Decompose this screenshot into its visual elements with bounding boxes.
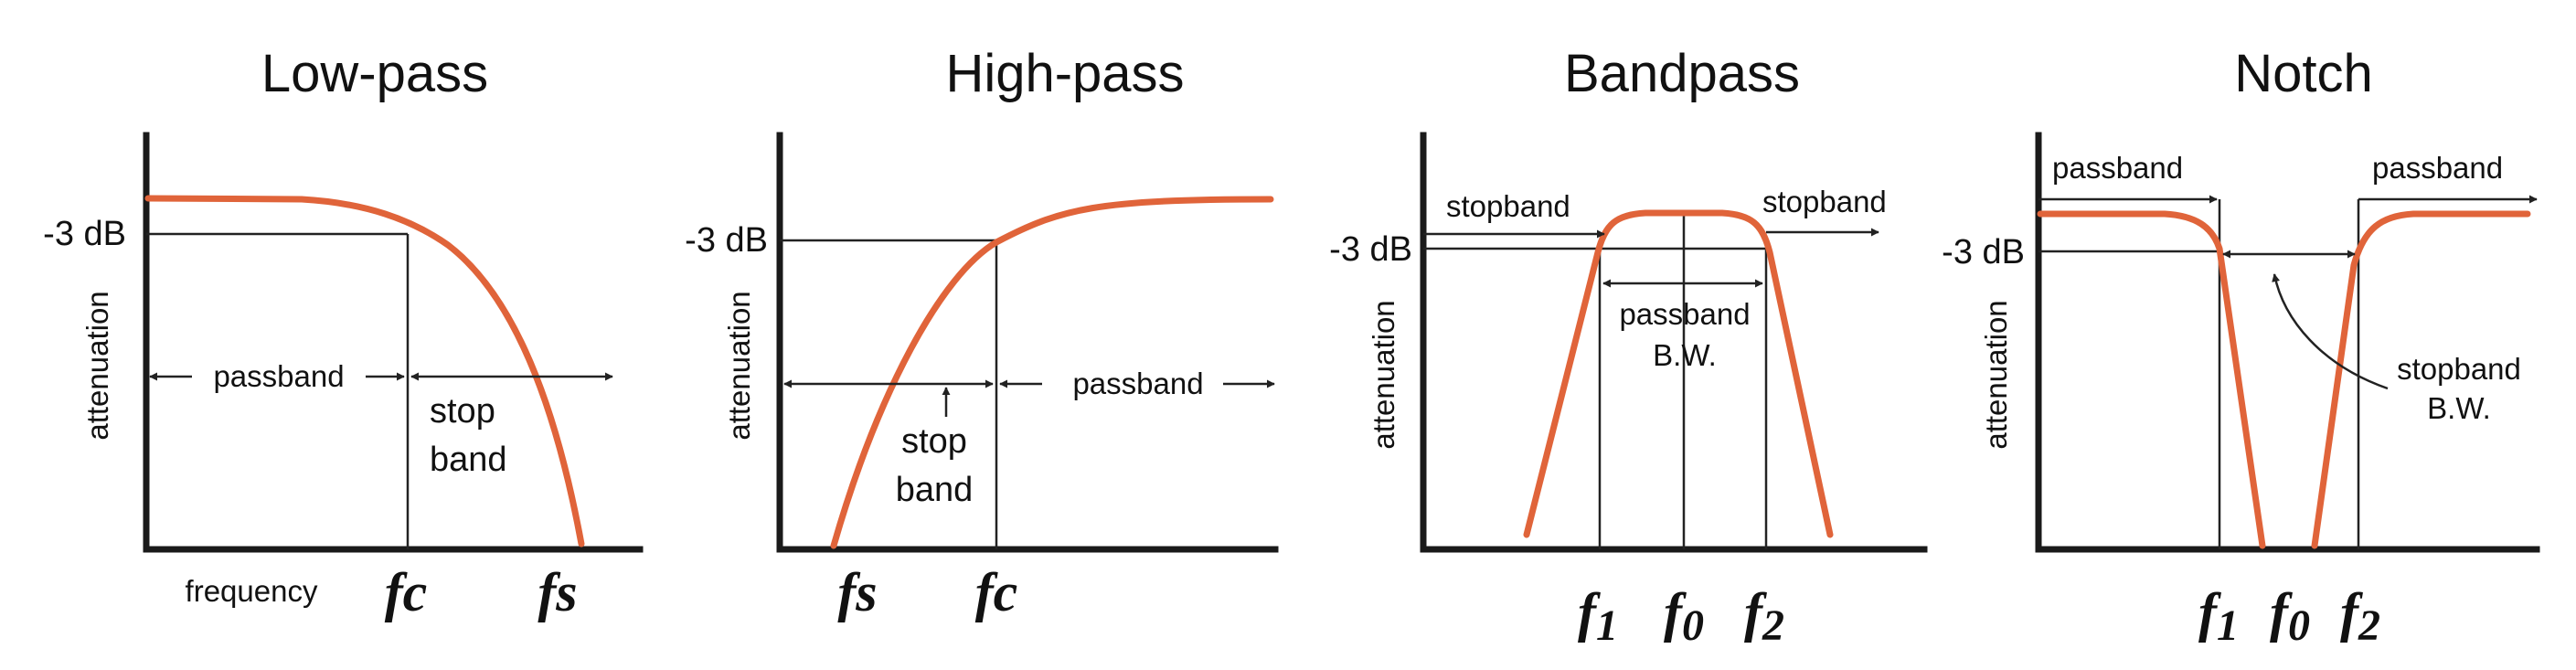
highpass-passband-label: passband	[1072, 367, 1203, 400]
bandpass-y-axis-label: attenuation	[1367, 300, 1400, 449]
notch-f2-label: f2	[2340, 582, 2380, 650]
notch-bw-label-line1: stopband	[2397, 352, 2521, 386]
notch-db-label: -3 dB	[1942, 233, 2025, 271]
notch-title: Notch	[2234, 44, 2373, 103]
notch-axes	[2035, 132, 2540, 553]
lowpass-band-label: band	[430, 441, 507, 479]
bandpass-axes	[1420, 132, 1928, 553]
lowpass-passband-label: passband	[213, 359, 344, 393]
notch-bw-label-line2: B.W.	[2427, 391, 2491, 425]
notch-y-axis-label: attenuation	[1979, 300, 2013, 449]
notch-response-curve-left	[2037, 210, 2266, 549]
notch-f0-label: f0	[2270, 582, 2310, 650]
bandpass-bw-label-line1: passband	[1619, 297, 1750, 331]
lowpass-fs-label: fs	[538, 562, 577, 622]
notch-passband-left-label: passband	[2052, 151, 2183, 185]
lowpass-axes	[143, 132, 644, 553]
bandpass-f1-label: f1	[1578, 582, 1618, 650]
bandpass-stopband-right-label: stopband	[1762, 185, 1887, 218]
highpass-stop-label: stop	[901, 422, 967, 461]
highpass-y-axis-label: attenuation	[722, 291, 756, 440]
lowpass-response-curve	[144, 195, 585, 548]
bandpass-f2-label: f2	[1744, 582, 1784, 650]
lowpass-x-axis-label: frequency	[186, 574, 318, 608]
notch-f1-label: f1	[2198, 582, 2239, 650]
highpass-response-curve	[830, 196, 1274, 549]
lowpass-title: Low-pass	[261, 44, 488, 103]
highpass-db-label: -3 dB	[685, 221, 768, 260]
bandpass-panel: Bandpass -3 dB attenuation stopband stop…	[1329, 44, 1928, 650]
notch-response-curve-right	[2311, 210, 2531, 549]
notch-passband-right-label: passband	[2372, 151, 2503, 185]
notch-stopband-pointer	[2272, 273, 2389, 390]
lowpass-y-axis-label: attenuation	[80, 291, 114, 440]
highpass-fs-label: fs	[837, 562, 877, 622]
highpass-fc-label: fc	[975, 562, 1018, 622]
bandpass-bw-label-line2: B.W.	[1653, 338, 1717, 372]
lowpass-fc-label: fc	[385, 562, 428, 622]
bandpass-f0-label: f0	[1664, 582, 1704, 650]
bandpass-db-label: -3 dB	[1329, 230, 1412, 269]
highpass-panel: High-pass -3 dB attenuation stop band pa…	[685, 44, 1279, 622]
bandpass-title: Bandpass	[1564, 44, 1800, 103]
highpass-title: High-pass	[945, 44, 1184, 103]
lowpass-panel: Low-pass -3 dB attenuation passband stop…	[43, 44, 644, 622]
notch-panel: Notch -3 dB attenuation passband passban…	[1942, 44, 2540, 650]
lowpass-stop-label: stop	[430, 392, 495, 431]
lowpass-db-label: -3 dB	[43, 215, 126, 253]
bandpass-response-curve	[1523, 209, 1834, 538]
bandpass-stopband-left-label: stopband	[1446, 189, 1570, 223]
highpass-band-label: band	[896, 471, 974, 509]
highpass-axes	[776, 132, 1279, 553]
